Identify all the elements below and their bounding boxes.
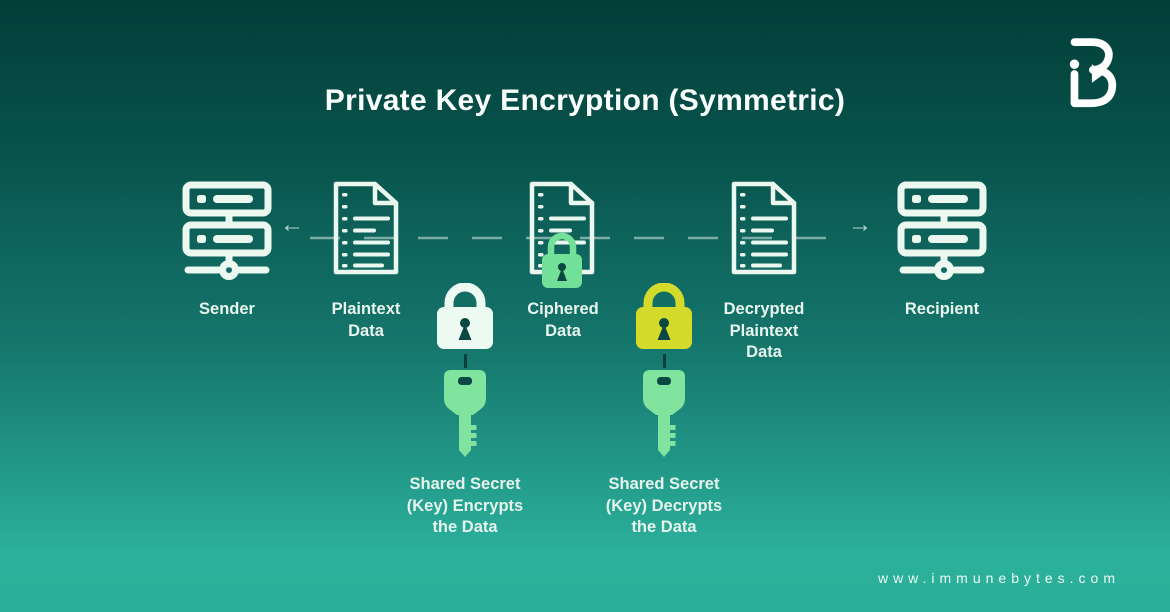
- decrypt-key-assembly: Shared Secret (Key) Decrypts the Data: [574, 282, 754, 539]
- website-url: www.immunebytes.com: [877, 570, 1120, 586]
- connector-line: [662, 354, 666, 368]
- document-icon: [689, 180, 839, 280]
- key-caption: Shared Secret (Key) Encrypts the Data: [406, 475, 524, 536]
- key-caption: Shared Secret (Key) Decrypts the Data: [605, 475, 723, 536]
- server-icon: [152, 180, 302, 280]
- node-label: Ciphered Data: [527, 300, 599, 340]
- node-plaintext-data: Plaintext Data: [291, 180, 441, 342]
- padlock-icon: [574, 282, 754, 354]
- node-label: Decrypted Plaintext Data: [723, 300, 805, 361]
- arrow-left-icon: ←: [280, 211, 304, 238]
- encrypt-key-assembly: Shared Secret (Key) Encrypts the Data: [375, 282, 555, 539]
- key-icon: [375, 368, 555, 462]
- key-icon: [574, 368, 754, 462]
- immunebytes-logo-icon: [1069, 38, 1117, 108]
- document-lock-icon: [488, 180, 638, 288]
- node-decrypted-data: Decrypted Plaintext Data: [689, 180, 839, 364]
- node-sender: Sender: [152, 180, 302, 321]
- padlock-icon: [375, 282, 555, 354]
- ciphered-padlock-icon: [542, 232, 582, 288]
- node-label: Sender: [199, 300, 255, 318]
- arrow-right-icon: →: [848, 211, 872, 238]
- node-recipient: Recipient: [867, 180, 1017, 321]
- server-icon: [867, 180, 1017, 280]
- node-ciphered-data: Ciphered Data: [488, 180, 638, 342]
- node-label: Recipient: [904, 300, 980, 318]
- immunebytes-logo: [1064, 36, 1126, 119]
- node-label: Plaintext Data: [331, 300, 401, 340]
- page-title: Private Key Encryption (Symmetric): [324, 84, 846, 117]
- connector-line: [463, 354, 467, 368]
- document-icon: [291, 180, 441, 280]
- flow-dashed-line: [310, 227, 850, 245]
